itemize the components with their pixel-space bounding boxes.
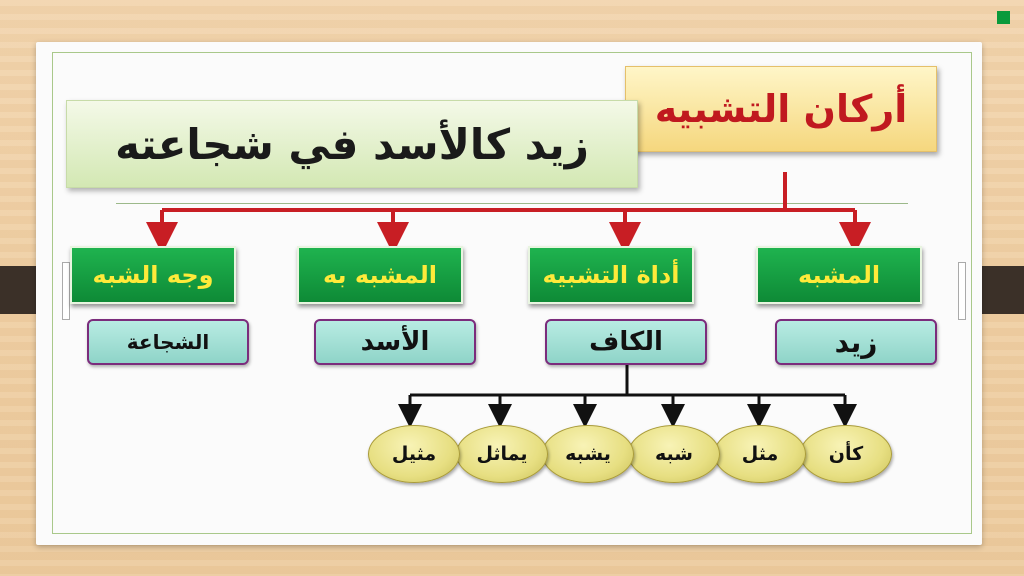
example-sentence: زيد كالأسد في شجاعته xyxy=(66,100,638,188)
title-box: أركان التشبيه xyxy=(625,66,937,152)
heading-wajh-shabah: وجه الشبه xyxy=(70,246,236,304)
corner-marker xyxy=(997,11,1010,24)
left-bar-cap xyxy=(62,262,70,320)
tool-mathil: مثيل xyxy=(368,425,460,483)
tool-shibh: شبه xyxy=(628,425,720,483)
divider-line xyxy=(116,203,908,204)
tool-yushbih: يشبه xyxy=(542,425,634,483)
value-mushabbah: زيد xyxy=(775,319,937,365)
value-adat-tashbih: الكاف xyxy=(545,319,707,365)
heading-mushabbah: المشبه xyxy=(756,246,922,304)
value-mushabbah-bih: الأسد xyxy=(314,319,476,365)
tool-kaanna: كأن xyxy=(800,425,892,483)
tool-mithl: مثل xyxy=(714,425,806,483)
heading-adat-tashbih: أداة التشبيه xyxy=(528,246,694,304)
value-wajh-shabah: الشجاعة xyxy=(87,319,249,365)
heading-mushabbah-bih: المشبه به xyxy=(297,246,463,304)
right-bar-cap xyxy=(958,262,966,320)
board-frame xyxy=(52,52,972,534)
tool-yumathil: يماثل xyxy=(456,425,548,483)
